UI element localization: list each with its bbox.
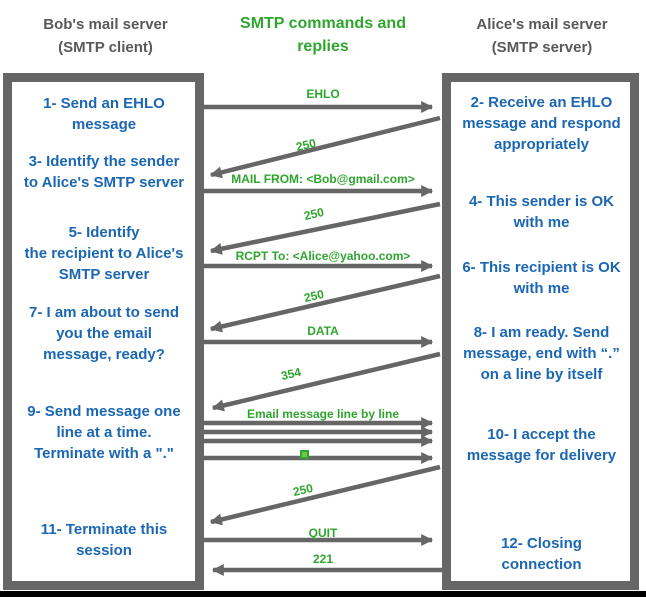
message-terminator-dot-icon	[300, 450, 309, 459]
client-box	[3, 73, 204, 590]
message-arrows	[204, 101, 442, 576]
server-column-header: Alice's mail server (SMTP server)	[442, 13, 642, 59]
arrow-354-reply	[211, 351, 441, 412]
arrow-250-reply-4	[209, 464, 441, 526]
server-step-2: 2- Receive an EHLO message and respond a…	[462, 94, 621, 153]
label-rcpt-to: RCPT To: <Alice@yahoo.com>	[235, 249, 411, 263]
server-step-6: 6- This recipient is OK with me	[462, 259, 621, 297]
client-step-1: 1- Send an EHLO message	[43, 95, 165, 133]
client-header-line1: Bob's mail server	[43, 16, 168, 33]
label-221: 221	[312, 552, 334, 566]
server-header-line2: (SMTP server)	[491, 39, 593, 56]
client-step-7: 7- I am about to send you the email mess…	[28, 304, 179, 363]
server-step-8: 8- I am ready. Send message, end with “.…	[463, 324, 620, 383]
diagram-title-line1: SMTP commands and	[240, 15, 406, 32]
label-data: DATA	[307, 324, 339, 338]
client-step-3: 3- Identify the sender to Alice's SMTP s…	[23, 153, 185, 191]
arrow-250-reply-2	[209, 201, 441, 255]
client-step-9: 9- Send message one line at a time. Term…	[27, 403, 181, 462]
client-column-header: Bob's mail server (SMTP client)	[8, 13, 203, 59]
bottom-border-bar	[0, 591, 646, 597]
client-step-5: 5- Identify the recipient to Alice's SMT…	[24, 224, 184, 283]
label-ehlo: EHLO	[306, 87, 340, 101]
diagram-title-line2: replies	[297, 38, 349, 55]
server-box	[442, 73, 639, 590]
client-header-line2: (SMTP client)	[58, 39, 153, 56]
client-step-11: 11- Terminate this session	[40, 521, 168, 559]
arrow-250-reply-3	[209, 273, 441, 333]
server-step-10: 10- I accept the message for delivery	[466, 426, 617, 464]
label-quit: QUIT	[308, 526, 338, 540]
server-step-4: 4- This sender is OK with me	[468, 193, 615, 231]
label-email-message: Email message line by line	[246, 407, 400, 421]
server-step-12: 12- Closing connection	[501, 535, 582, 573]
label-mail-from: MAIL FROM: <Bob@gmail.com>	[231, 172, 415, 186]
server-header-line1: Alice's mail server	[476, 16, 608, 33]
arrow-250-reply-1	[209, 115, 441, 179]
diagram-title: SMTP commands and replies	[204, 12, 442, 58]
